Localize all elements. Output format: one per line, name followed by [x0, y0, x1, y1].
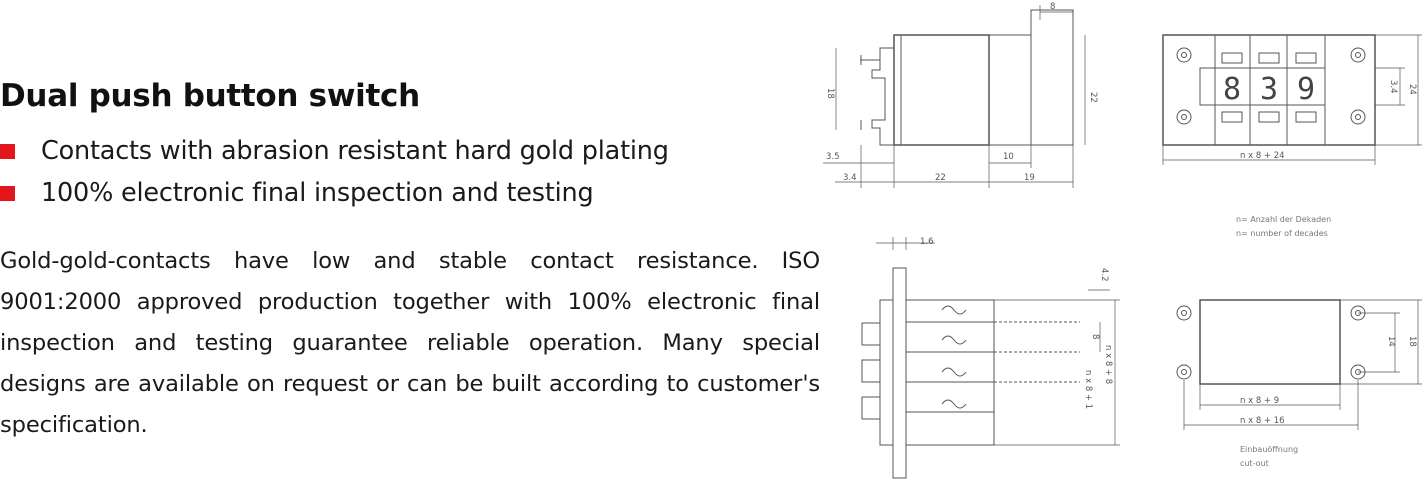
- legend-text: n= Anzahl der Dekaden: [1236, 215, 1331, 224]
- digit-wheel: 8: [1223, 72, 1241, 107]
- legend-text: Einbauöffnung: [1240, 445, 1298, 454]
- dim-label: 19: [1024, 173, 1035, 183]
- feature-text: Contacts with abrasion resistant hard go…: [41, 136, 669, 166]
- dim-label: 3.4: [1388, 80, 1398, 94]
- bullet-square-icon: [0, 185, 15, 201]
- dim-label: 18: [1407, 336, 1417, 347]
- dim-label: 8: [1090, 334, 1100, 339]
- feature-list: Contacts with abrasion resistant hard go…: [0, 130, 669, 214]
- feature-item: Contacts with abrasion resistant hard go…: [0, 130, 669, 172]
- dim-label: n x 8 + 8: [1103, 345, 1113, 384]
- feature-text: 100% electronic final inspection and tes…: [41, 178, 594, 208]
- dim-label: 8: [1050, 2, 1055, 12]
- stack-view-drawing: [861, 237, 1120, 479]
- dim-label: 4.2: [1099, 268, 1109, 282]
- dim-label: 14: [1386, 336, 1396, 347]
- side-view-drawing: [823, 5, 1086, 188]
- legend-text: cut-out: [1240, 459, 1269, 468]
- dim-label: 3.4: [843, 173, 857, 183]
- legend-text: n= number of decades: [1236, 229, 1328, 238]
- digit-wheel: 9: [1297, 72, 1315, 107]
- dim-label: 3.5: [826, 152, 840, 162]
- description-paragraph: Gold-gold-contacts have low and stable c…: [0, 248, 820, 438]
- dim-label: 10: [1003, 152, 1014, 162]
- dim-label: 24: [1407, 84, 1417, 95]
- dim-label: n x 8 + 1: [1083, 370, 1093, 409]
- dim-label: n x 8 + 16: [1240, 416, 1285, 426]
- dim-label: n x 8 + 9: [1240, 396, 1279, 406]
- digit-wheel: 3: [1260, 72, 1278, 107]
- front-view-drawing: [1162, 34, 1422, 165]
- cutout-drawing: [1176, 299, 1422, 430]
- page-title: Dual push button switch: [0, 78, 420, 114]
- dim-label: 22: [935, 173, 946, 183]
- bullet-square-icon: [0, 143, 15, 159]
- dim-label: 22: [1088, 92, 1098, 103]
- dim-label: n x 8 + 24: [1240, 151, 1285, 161]
- dim-label: 18: [825, 88, 835, 99]
- dim-label: 1.6: [920, 237, 934, 247]
- feature-item: 100% electronic final inspection and tes…: [0, 172, 669, 214]
